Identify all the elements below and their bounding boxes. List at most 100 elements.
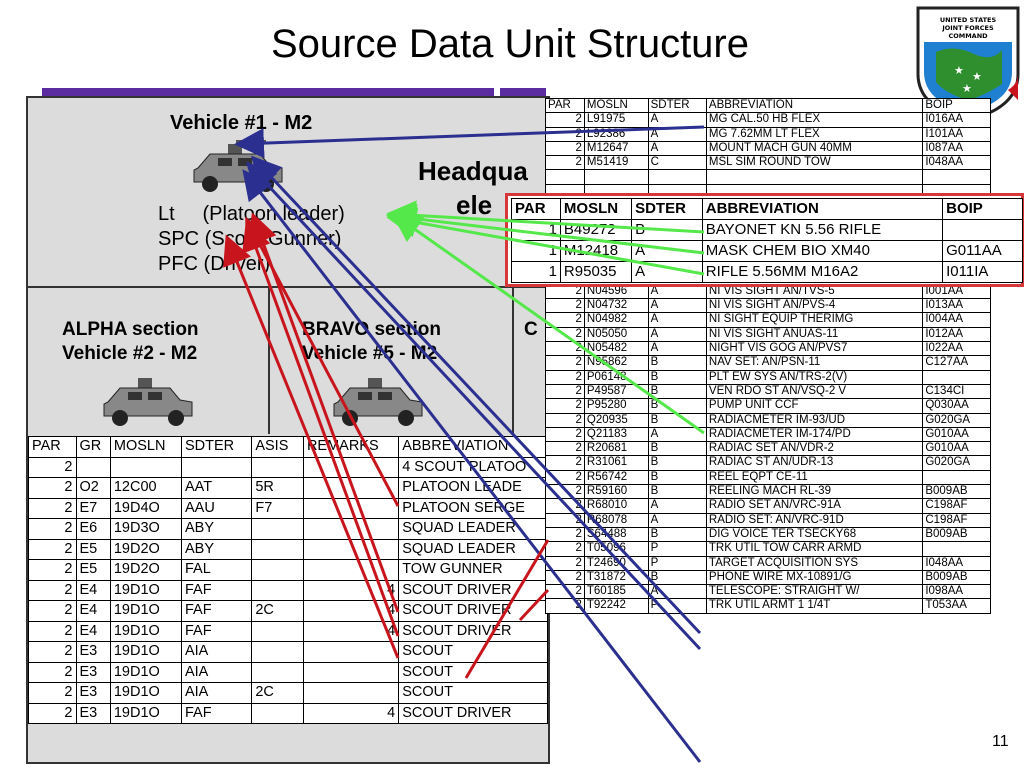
table-cell: 19D4O xyxy=(109,497,182,519)
table-cell xyxy=(922,169,991,185)
arrow-red xyxy=(464,539,550,679)
table-cell: SCOUT DRIVER xyxy=(398,600,548,622)
arrow-green xyxy=(386,203,705,255)
table-cell: 19D3O xyxy=(109,518,182,540)
table-cell: REELING MACH RL-39 xyxy=(705,484,924,500)
arrow-red xyxy=(518,588,550,622)
table-cell: SQUAD LEADER xyxy=(398,538,548,560)
table-cell: M12647 xyxy=(583,140,649,157)
table-cell: E6 xyxy=(75,518,111,540)
column-header: PAR xyxy=(28,436,77,458)
svg-text:UNITED STATES: UNITED STATES xyxy=(940,16,997,24)
alpha-section-label: ALPHA section Vehicle #2 - M2 xyxy=(62,319,199,364)
arrow-green xyxy=(391,212,705,435)
svg-text:COMMAND: COMMAND xyxy=(948,32,988,40)
table-cell: TRK UTIL TOW CARR ARMD xyxy=(705,541,924,557)
table-cell: RIFLE 5.56MM M16A2 xyxy=(701,261,944,283)
table-cell: NI SIGHT EQUIP THERIMG xyxy=(705,312,924,328)
humvee-icon xyxy=(333,378,423,426)
svg-text:★: ★ xyxy=(954,64,964,77)
column-header: MOSLN xyxy=(559,198,633,220)
table-cell: B009AB xyxy=(922,526,991,543)
table-cell: Q20935 xyxy=(583,412,649,428)
table-cell: TARGET ACQUISITION SYS xyxy=(705,555,924,571)
column-header: SDTER xyxy=(647,97,707,114)
org-chart-top-bar-right xyxy=(500,88,546,96)
org-chart-top-bar xyxy=(42,88,494,96)
table-cell: I101AA xyxy=(922,126,991,142)
arrow-blue xyxy=(242,169,702,763)
table-cell: FAF xyxy=(180,702,253,724)
table-cell: MG CAL.50 HB FLEX xyxy=(705,112,924,128)
table-cell: MOUNT MACH GUN 40MM xyxy=(705,140,924,157)
arrow-red xyxy=(242,220,400,637)
table-cell: SCOUT DRIVER xyxy=(398,702,548,724)
table-cell: C198AF xyxy=(922,512,991,528)
table-cell: C134CI xyxy=(922,383,991,400)
table-cell: 19D2O xyxy=(109,559,182,581)
table-cell: VEN RDO ST AN/VSQ-2 V xyxy=(705,383,924,400)
arrow-green xyxy=(386,200,705,234)
table-cell: 19D1O xyxy=(109,702,182,724)
table-cell: TELESCOPE: STRAIGHT W/ xyxy=(705,584,924,600)
table-cell: I004AA xyxy=(922,312,991,328)
table-cell: SQUAD LEADER xyxy=(398,518,548,540)
section-divider xyxy=(268,288,270,434)
table-cell: I016AA xyxy=(922,112,991,128)
table-cell: I098AA xyxy=(922,584,991,600)
table-row xyxy=(545,169,991,185)
table-cell: I087AA xyxy=(922,140,991,157)
table-cell: C127AA xyxy=(922,355,991,371)
table-cell: R95035 xyxy=(559,261,633,283)
table-cell: 19D1O xyxy=(109,600,182,622)
table-cell xyxy=(647,169,707,185)
humvee-icon xyxy=(103,378,193,426)
table-cell: E3 xyxy=(75,702,111,724)
table-cell: I048AA xyxy=(922,555,991,571)
table-cell: 2 xyxy=(545,355,585,371)
table-cell: E3 xyxy=(75,641,111,663)
table-cell: B009AB xyxy=(922,569,991,586)
arrow-green xyxy=(386,207,705,276)
table-cell: RADIACMETER IM-174/PD xyxy=(705,426,924,443)
table-cell: L91975 xyxy=(583,112,649,128)
table-cell: PHONE WIRE MX-10891/G xyxy=(705,569,924,586)
arrow-blue xyxy=(245,161,702,651)
table-cell xyxy=(545,169,585,185)
table-cell: P95280 xyxy=(583,398,649,414)
table-cell: MSL SIM ROUND TOW xyxy=(705,155,924,171)
table-cell: AIA xyxy=(180,682,253,704)
table-cell: MG 7.62MM LT FLEX xyxy=(705,126,924,142)
table-cell: RADIACMETER IM-93/UD xyxy=(705,412,924,428)
table-cell: RADIO SET AN/VRC-91A xyxy=(705,498,924,514)
table-cell: NI VIS SIGHT AN/PVS-4 xyxy=(705,298,924,314)
sections-row: ALPHA section Vehicle #2 - M2 BRAVO sect… xyxy=(28,286,548,434)
svg-text:★: ★ xyxy=(962,82,972,95)
table-cell: SCOUT DRIVER xyxy=(398,620,548,642)
table-cell: SCOUT xyxy=(398,641,548,663)
table-cell: R56742 xyxy=(583,469,649,486)
